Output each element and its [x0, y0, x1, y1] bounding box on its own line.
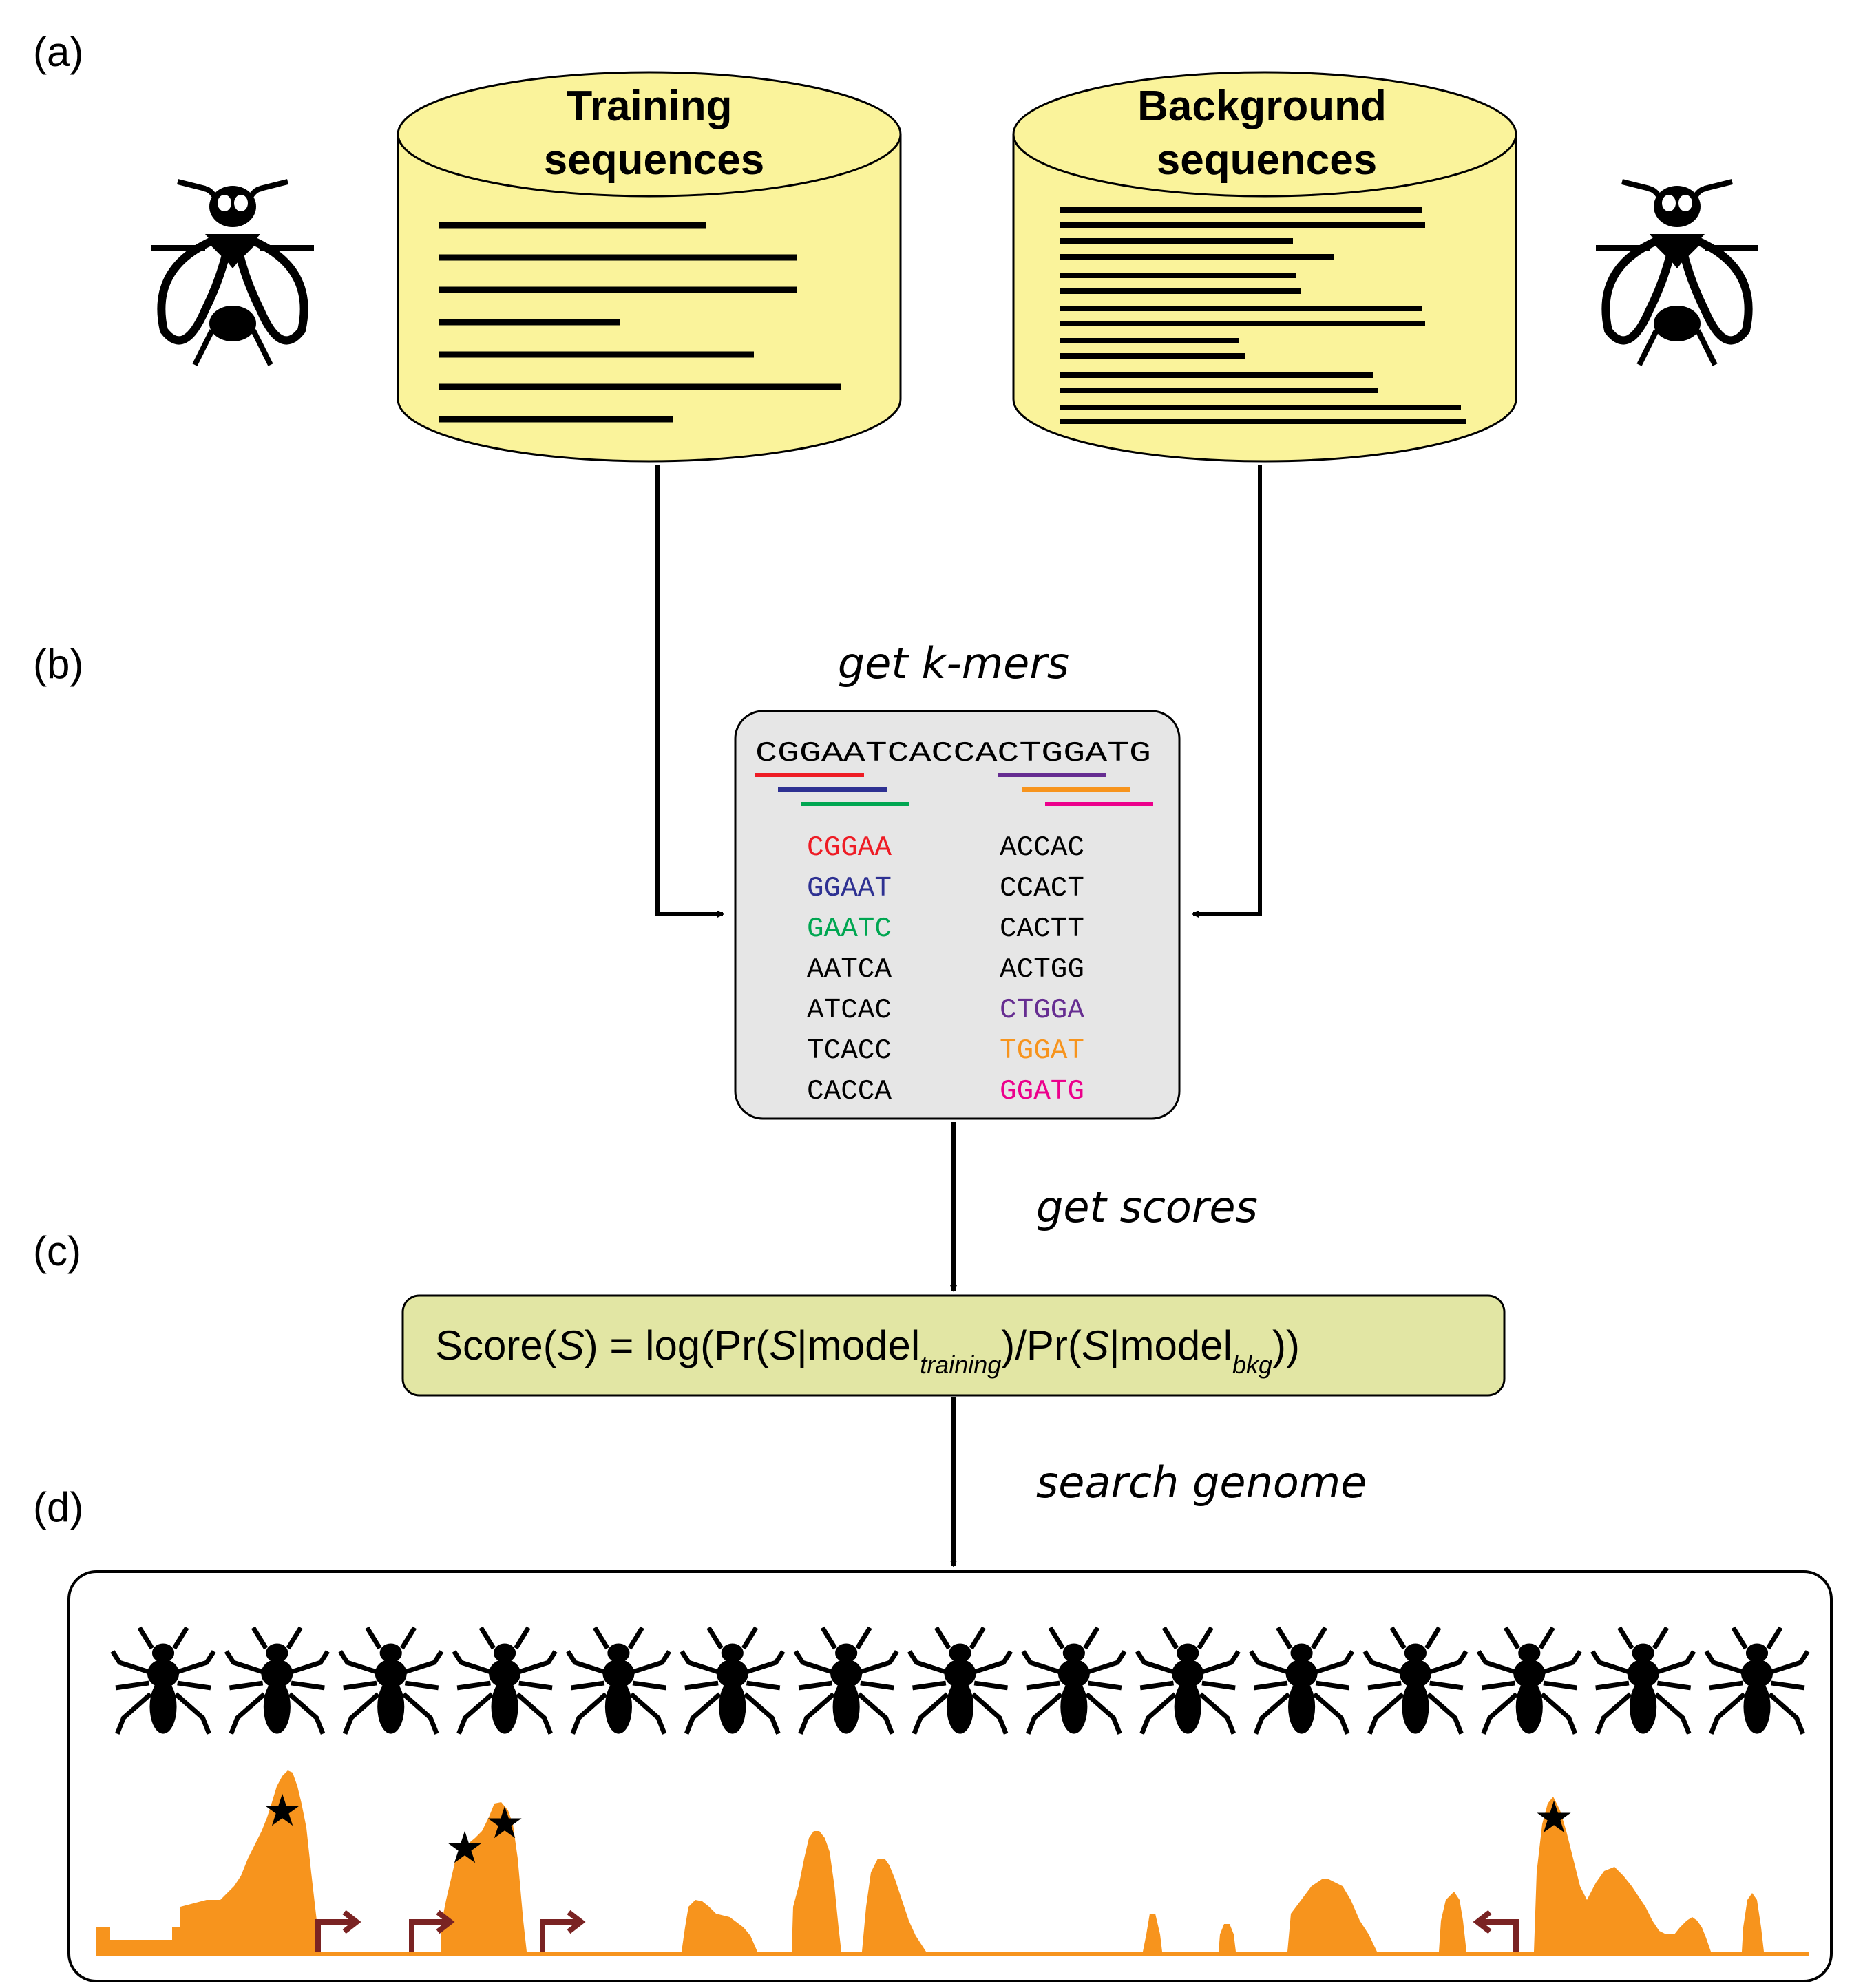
- kmer-right-column: ACCAC CCACT CACTT ACTGG CTGGA TGGAT GGATG: [1000, 832, 1084, 1108]
- kmer-item: GGAAT: [807, 873, 892, 905]
- arrow-background-to-kmers: [1192, 465, 1262, 918]
- kmer-item: CCACT: [1000, 873, 1084, 905]
- training-title-2: sequences: [544, 136, 765, 184]
- background-title-1: Background: [1137, 83, 1387, 130]
- background-title-2: sequences: [1157, 136, 1378, 184]
- kmer-item: TCACC: [807, 1035, 892, 1067]
- tss-arrow-icon: [1473, 1910, 1519, 1952]
- kmer-item: CACCA: [807, 1076, 892, 1108]
- training-title-1: Training: [566, 83, 732, 130]
- fly-icon-left: [151, 179, 314, 366]
- step-get-scores: get scores: [1036, 1182, 1258, 1232]
- connector-arrows: [655, 465, 1262, 1567]
- kmer-item: TGGAT: [1000, 1035, 1084, 1067]
- kmer-item: AATCA: [807, 954, 892, 986]
- score-formula-box: Score(S) = log(Pr(S|modeltraining)/Pr(S|…: [401, 1294, 1506, 1397]
- arrow-training-to-kmers: [655, 465, 724, 918]
- kmer-item: CTGGA: [1000, 995, 1084, 1026]
- fly-icon-right: [1596, 179, 1758, 366]
- tss-arrow-icon: [315, 1910, 361, 1952]
- panel-label-c: (c): [33, 1228, 81, 1274]
- star-icon: ★: [445, 1823, 484, 1874]
- tss-arrow-icon: [409, 1910, 455, 1952]
- kmer-item: ATCAC: [807, 995, 892, 1026]
- training-cylinder: Training sequences: [397, 71, 902, 463]
- kmer-item: CGGAA: [807, 832, 892, 864]
- star-icon: ★: [1534, 1793, 1573, 1843]
- panel-label-b: (b): [33, 641, 83, 687]
- background-sequence-lines: [1060, 207, 1466, 424]
- step-search-genome: search genome: [1036, 1457, 1367, 1508]
- tss-arrow-icon: [540, 1910, 586, 1952]
- star-icon: ★: [485, 1798, 524, 1849]
- tss-arrows: [315, 1910, 1519, 1952]
- genome-panel: ★ ★ ★ ★: [67, 1570, 1833, 1982]
- star-icon: ★: [262, 1786, 302, 1837]
- kmer-item: GGATG: [1000, 1076, 1084, 1108]
- kmer-box: CGGAATCACCACTGGATG CGGAA GGAAT GAATC AATCA A…: [734, 710, 1181, 1120]
- step-get-kmers: get k-mers: [838, 638, 1069, 688]
- kmer-left-column: CGGAA GGAAT GAATC AATCA ATCAC TCACC CACCA: [807, 832, 892, 1108]
- score-formula: Score(S) = log(Pr(S|modeltraining)/Pr(S|…: [435, 1322, 1300, 1379]
- kmer-underlines: [755, 773, 1153, 806]
- kmer-source-sequence: CGGAATCACCACTGGATG: [755, 738, 1151, 770]
- signal-track: [96, 1770, 1809, 1954]
- kmer-item: ACTGG: [1000, 954, 1084, 986]
- kmer-item: ACCAC: [1000, 832, 1084, 864]
- panel-label-d: (d): [33, 1484, 83, 1530]
- peak-stars: ★ ★ ★ ★: [262, 1786, 1573, 1874]
- kmer-item: GAATC: [807, 913, 892, 945]
- background-cylinder: Background sequences: [1012, 71, 1517, 463]
- training-sequence-lines: [439, 222, 841, 423]
- kmer-item: CACTT: [1000, 913, 1084, 945]
- panel-label-a: (a): [33, 29, 83, 75]
